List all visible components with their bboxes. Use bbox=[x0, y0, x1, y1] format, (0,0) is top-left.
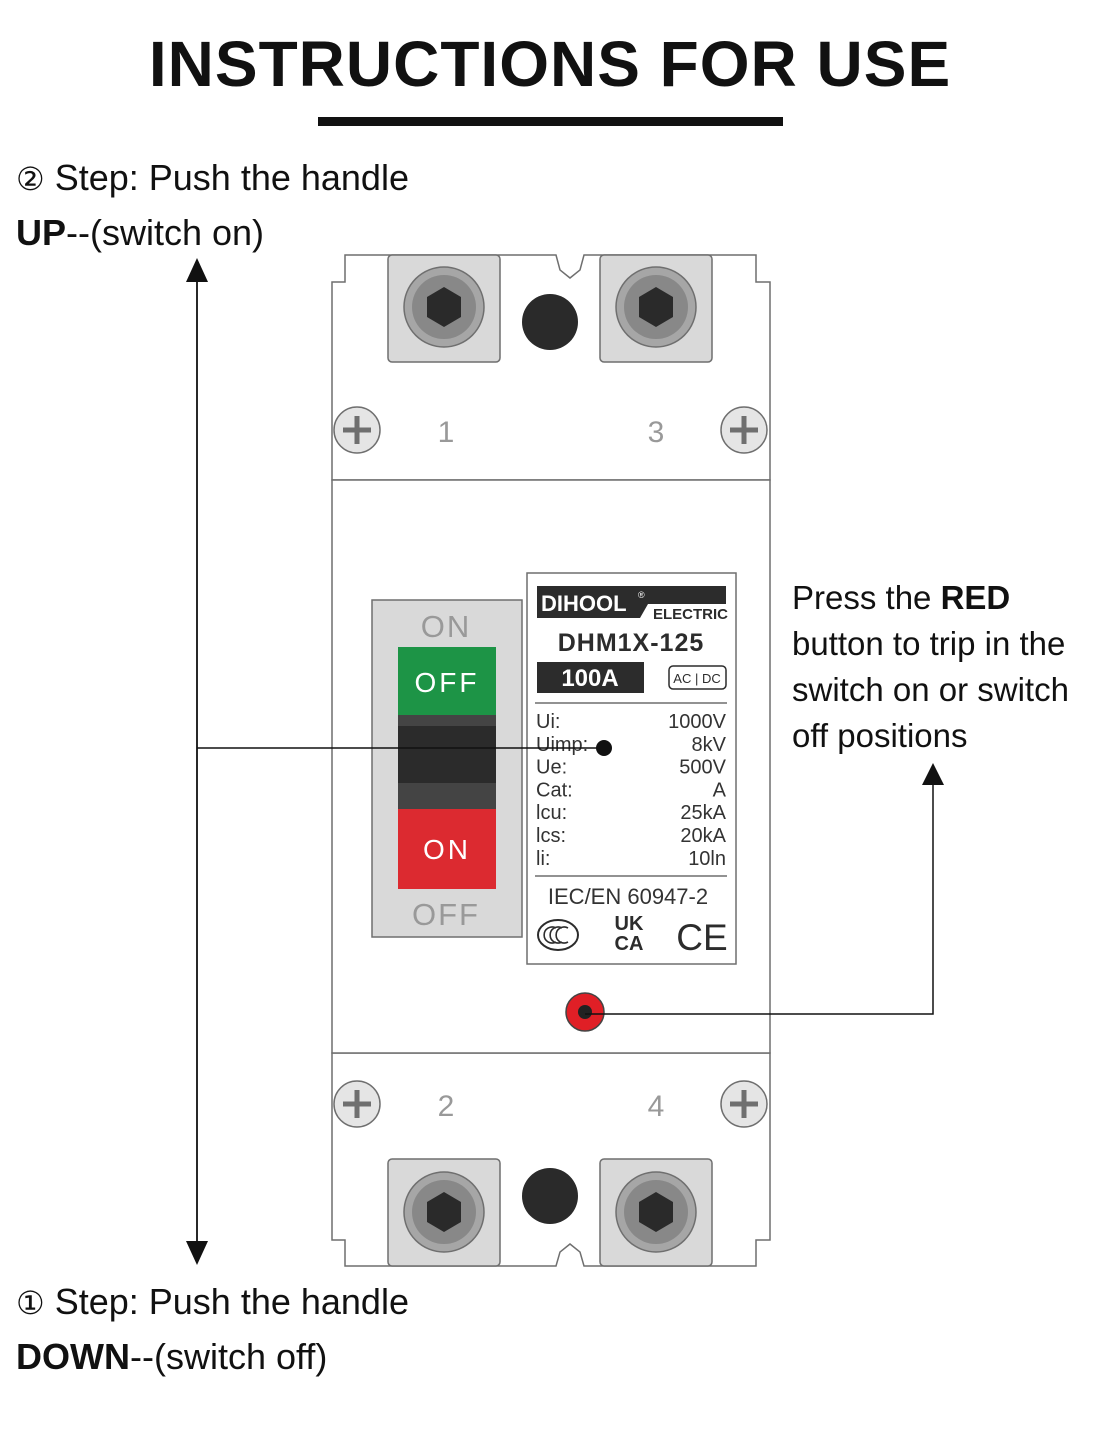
step-up-keyword: UP bbox=[16, 212, 67, 253]
ukca-mark-top: UK bbox=[615, 913, 644, 935]
phillips-cross bbox=[730, 1090, 758, 1118]
spec-value: 500V bbox=[679, 757, 726, 779]
spec-label: Ue: bbox=[536, 757, 567, 779]
step-number-1: ① bbox=[16, 1284, 45, 1322]
trip-red-word: RED bbox=[940, 579, 1011, 616]
off-button[interactable] bbox=[398, 647, 496, 715]
on-button[interactable] bbox=[398, 809, 496, 889]
current-type-badge bbox=[668, 665, 727, 690]
handle-off-label: OFF bbox=[412, 897, 480, 932]
hex-socket-icon bbox=[427, 1192, 461, 1232]
nameplate-frame bbox=[526, 572, 737, 965]
handle-separator bbox=[398, 715, 496, 726]
registered-mark: ® bbox=[638, 590, 645, 600]
page-title: INSTRUCTIONS FOR USE bbox=[148, 28, 952, 100]
terminal-number-4: 4 bbox=[648, 1090, 665, 1123]
hex-socket-icon bbox=[639, 287, 673, 327]
spec-label: Uimp: bbox=[536, 734, 588, 756]
step-number-2: ② bbox=[16, 160, 45, 198]
current-type: AC | DC bbox=[673, 671, 720, 686]
trip-leader-line bbox=[585, 782, 934, 1015]
hex-socket-icon bbox=[639, 1192, 673, 1232]
terminal-number-1: 1 bbox=[438, 416, 455, 449]
off-button-label: OFF bbox=[415, 667, 480, 698]
model-number: DHM1X-125 bbox=[558, 629, 705, 657]
phillips-cross bbox=[730, 416, 758, 444]
spec-value: 25kA bbox=[680, 802, 726, 824]
spec-label: li: bbox=[536, 848, 550, 870]
nameplate: DIHOOL ® ELECTRIC DHM1X-125 100A AC | DC… bbox=[526, 572, 737, 965]
spec-label: lcs: bbox=[536, 825, 566, 847]
spec-label: Ui: bbox=[536, 711, 560, 733]
rating-badge bbox=[537, 662, 644, 693]
step-down-instruction: ① Step: Push the handle DOWN--(switch of… bbox=[16, 1280, 409, 1379]
annotation-lines bbox=[186, 258, 944, 1265]
mounting-hole bbox=[522, 1168, 578, 1224]
standard-code: IEC/EN 60947-2 bbox=[548, 884, 708, 909]
spec-value: A bbox=[713, 779, 727, 801]
step-down-line1: Step: Push the handle bbox=[54, 1281, 409, 1322]
spec-value: 10ln bbox=[688, 848, 726, 870]
title-underline bbox=[318, 117, 783, 126]
terminal-number-2: 2 bbox=[438, 1090, 455, 1123]
brand-sub: ELECTRIC bbox=[653, 606, 728, 623]
step-down-keyword: DOWN bbox=[16, 1336, 130, 1377]
top-terminals: 1 3 bbox=[333, 254, 768, 454]
ukca-mark-bottom: CA bbox=[615, 933, 644, 955]
brand-banner bbox=[537, 586, 726, 618]
leader-dot bbox=[596, 740, 612, 756]
arrow-up-icon bbox=[922, 763, 944, 785]
arrow-down-icon bbox=[186, 1241, 208, 1265]
spec-value: 1000V bbox=[668, 711, 726, 733]
phillips-cross bbox=[343, 1090, 371, 1118]
phillips-cross bbox=[343, 416, 371, 444]
step-up-rest: --(switch on) bbox=[66, 212, 265, 253]
hex-socket-icon bbox=[427, 287, 461, 327]
step-up-instruction: ② Step: Push the handle UP--(switch on) bbox=[16, 156, 409, 255]
brand-name: DIHOOL bbox=[541, 591, 627, 616]
breaker-handle[interactable]: ON OFF ON OFF bbox=[371, 599, 523, 938]
arrow-up-icon bbox=[186, 258, 208, 282]
bottom-terminals: 2 4 bbox=[333, 1080, 768, 1267]
spec-value: 8kV bbox=[692, 734, 727, 756]
spec-label: lcu: bbox=[536, 802, 567, 824]
terminal-number-3: 3 bbox=[648, 416, 665, 449]
on-button-label: ON bbox=[423, 834, 471, 865]
ccc-mark-icon bbox=[537, 919, 579, 951]
trip-button-center bbox=[578, 1005, 592, 1019]
spec-label: Cat: bbox=[536, 779, 573, 801]
ccc-mark-lines bbox=[543, 926, 569, 944]
handle-on-label: ON bbox=[421, 609, 472, 644]
ce-mark: CE bbox=[676, 917, 727, 958]
rating-value: 100A bbox=[561, 665, 618, 692]
spec-value: 20kA bbox=[680, 825, 726, 847]
trip-instruction: Press the RED button to trip in the swit… bbox=[792, 579, 1069, 754]
mounting-hole bbox=[522, 294, 578, 350]
handle-separator bbox=[398, 783, 496, 809]
handle-lever[interactable] bbox=[398, 726, 496, 783]
step-down-rest: --(switch off) bbox=[129, 1336, 328, 1377]
step-up-line1: Step: Push the handle bbox=[54, 157, 409, 198]
